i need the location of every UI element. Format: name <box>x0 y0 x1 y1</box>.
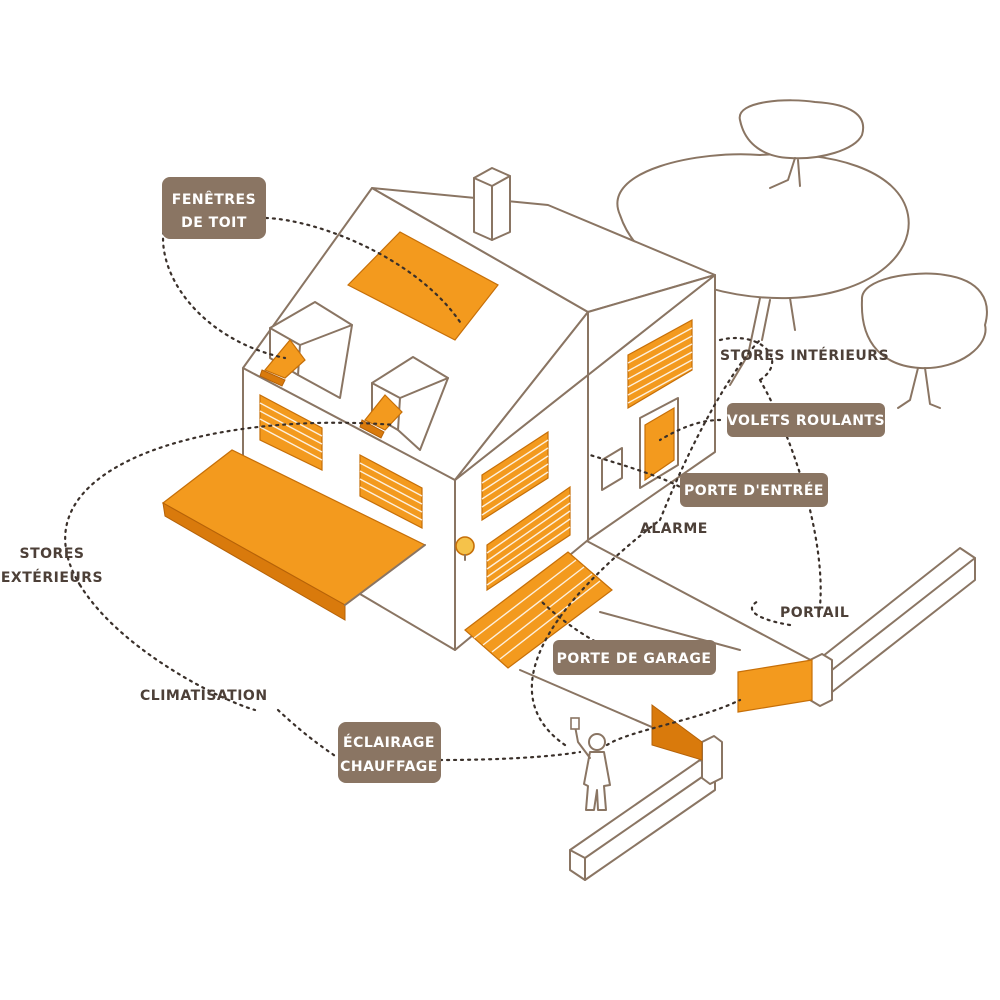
label-porte-d-entree: PORTE D'ENTRÉE <box>680 473 828 507</box>
label-portail: PORTAIL <box>780 605 849 621</box>
tree-large-icon <box>616 153 910 386</box>
awning <box>161 449 427 621</box>
label-porte-de-garage: PORTE DE GARAGE <box>553 640 716 675</box>
label-fenetres-de-toit: FENÊTRES DE TOIT <box>162 177 266 239</box>
label-fenetres-de-toit-line2: DE TOIT <box>181 215 247 231</box>
front-window-upper-right <box>359 454 423 529</box>
tree-small-icon <box>860 272 988 409</box>
label-fenetres-de-toit-line1: FENÊTRES <box>172 191 256 208</box>
label-eclairage-chauffage-line1: ÉCLAIRAGE <box>343 734 435 751</box>
label-stores-exterieurs-line1: STORES <box>20 546 85 562</box>
label-volets-roulants: VOLETS ROULANTS <box>727 403 885 437</box>
house <box>161 167 716 669</box>
person-with-remote-icon <box>570 717 611 811</box>
front-window-upper-left <box>259 394 323 471</box>
extension-shutter <box>627 318 693 410</box>
small-window <box>601 447 623 491</box>
label-alarme: ALARME <box>640 521 708 537</box>
alarm-siren-icon <box>455 536 475 561</box>
label-eclairage-chauffage-line2: CHAUFFAGE <box>340 759 438 775</box>
side-shutter-lower <box>486 485 571 592</box>
dormer-right <box>359 356 449 451</box>
label-eclairage-chauffage: ÉCLAIRAGE CHAUFFAGE <box>338 722 441 783</box>
entrance-door <box>639 397 679 489</box>
label-stores-interieurs: STORES INTÉRIEURS <box>720 347 889 364</box>
tree-top-icon <box>738 99 865 189</box>
side-shutter-upper <box>481 430 549 522</box>
label-climatisation: CLIMATISATION <box>140 688 268 704</box>
label-stores-exterieurs-line2: EXTÉRIEURS <box>1 569 103 586</box>
label-porte-de-garage-text: PORTE DE GARAGE <box>557 651 712 667</box>
chimney-icon <box>473 167 511 241</box>
garage-door <box>464 551 613 669</box>
gate-icon <box>651 653 833 785</box>
roof-window <box>347 231 499 341</box>
label-porte-d-entree-text: PORTE D'ENTRÉE <box>684 482 824 499</box>
fence-left-icon <box>569 759 716 881</box>
label-volets-roulants-text: VOLETS ROULANTS <box>727 413 885 429</box>
